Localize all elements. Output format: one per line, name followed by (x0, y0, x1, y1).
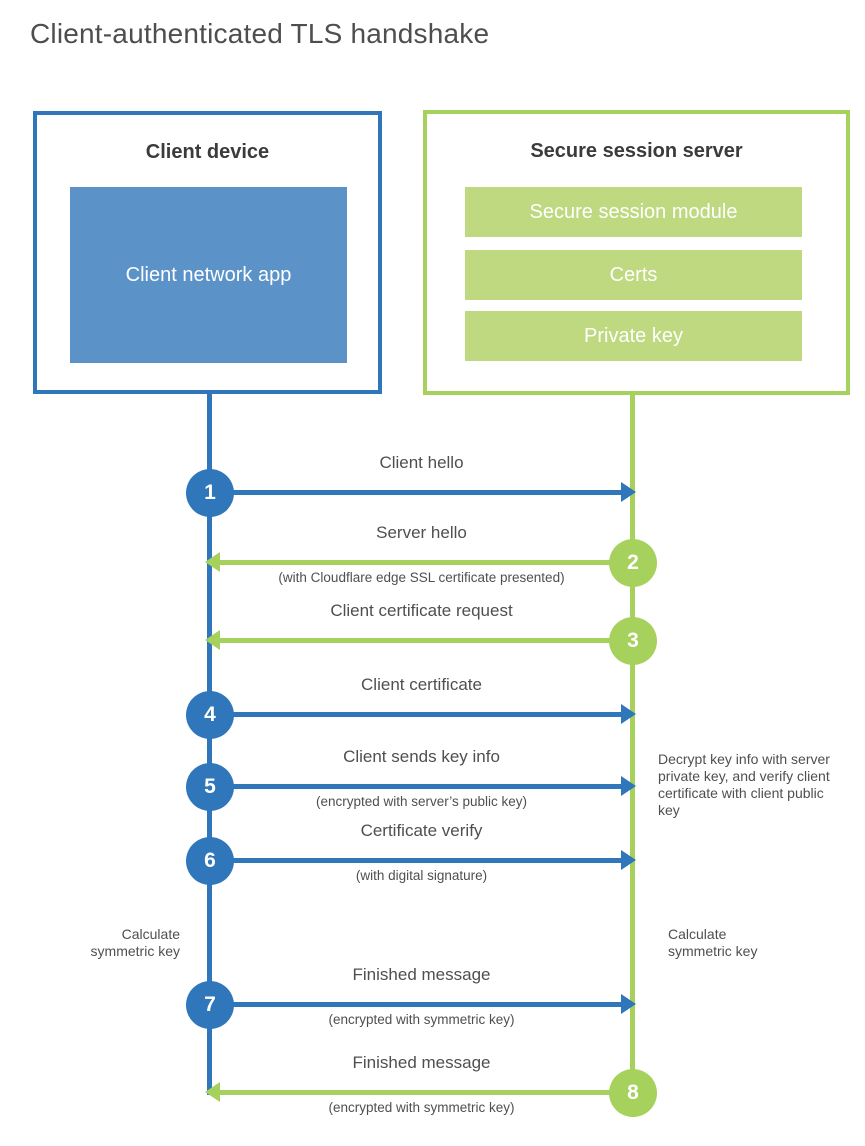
message-sublabel: (encrypted with symmetric key) (328, 1100, 515, 1115)
server-private-key-bar: Private key (465, 311, 802, 361)
calculate-symmetric-key-client: Calculate symmetric key (90, 926, 180, 959)
message-sublabel: (encrypted with symmetric key) (328, 1012, 515, 1027)
step-circle: 6 (186, 837, 234, 885)
message-label: Certificate verify (360, 821, 483, 840)
step-circle: 8 (609, 1069, 657, 1117)
message-sublabel: (encrypted with server’s public key) (315, 794, 528, 809)
step-row-5: Client sends key info 5 (encrypted with … (0, 747, 865, 811)
client-network-app-label: Client network app (125, 263, 292, 286)
arrowhead-right-icon (621, 850, 636, 870)
step-row-2: Server hello 2 (with Cloudflare edge SSL… (0, 523, 865, 587)
step-circle: 7 (186, 981, 234, 1029)
server-certs-bar: Certs (465, 250, 802, 300)
step-number: 7 (204, 993, 216, 1016)
client-lifeline (207, 392, 212, 1095)
step-row-1: Client hello 1 (0, 453, 865, 517)
message-sublabel: (with Cloudflare edge SSL certificate pr… (278, 570, 565, 585)
message-label: Client certificate request (330, 601, 513, 620)
step-circle: 1 (186, 469, 234, 517)
server-module-bar: Secure session module (465, 187, 802, 237)
arrowhead-left-icon (205, 630, 220, 650)
step-row-6: Certificate verify 6 (with digital signa… (0, 821, 865, 885)
arrowhead-right-icon (621, 994, 636, 1014)
step-row-7: Finished message 7 (encrypted with symme… (0, 965, 865, 1029)
arrowhead-left-icon (205, 1082, 220, 1102)
step-row-8: Finished message 8 (encrypted with symme… (0, 1053, 865, 1117)
secure-session-server-title: Secure session server (530, 140, 743, 162)
step-number: 8 (627, 1081, 639, 1104)
message-sublabel: (with digital signature) (355, 868, 488, 883)
message-arrow (220, 638, 611, 643)
message-label: Client sends key info (343, 747, 500, 766)
message-arrow (232, 784, 623, 789)
calculate-symmetric-key-server: Calculate symmetric key (668, 926, 758, 959)
message-arrow (220, 560, 611, 565)
message-arrow (232, 858, 623, 863)
client-device-title: Client device (145, 141, 270, 163)
message-arrow (232, 712, 623, 717)
step-number: 1 (204, 481, 216, 504)
server-lifeline (630, 393, 635, 1095)
message-label: Finished message (352, 1053, 491, 1072)
step-number: 6 (204, 849, 216, 872)
step-circle: 2 (609, 539, 657, 587)
step-circle: 5 (186, 763, 234, 811)
message-label: Server hello (376, 523, 467, 542)
step-row-3: Client certificate request 3 (0, 601, 865, 665)
arrowhead-left-icon (205, 552, 220, 572)
step-row-4: Client certificate 4 (0, 675, 865, 739)
step-number: 4 (204, 703, 216, 726)
message-label: Finished message (352, 965, 491, 984)
step-number: 3 (627, 629, 639, 652)
step-number: 5 (204, 775, 216, 798)
step-circle: 4 (186, 691, 234, 739)
message-label: Client certificate (361, 675, 482, 694)
message-arrow (232, 1002, 623, 1007)
arrowhead-right-icon (621, 776, 636, 796)
message-arrow (220, 1090, 611, 1095)
page-title: Client-authenticated TLS handshake (30, 18, 490, 49)
message-arrow (232, 490, 623, 495)
client-network-app-box: Client network app (70, 187, 347, 363)
step-number: 2 (627, 551, 639, 574)
message-label: Client hello (379, 453, 464, 472)
step-circle: 3 (609, 617, 657, 665)
decrypt-note: Decrypt key info with server private key… (658, 751, 830, 818)
arrowhead-right-icon (621, 482, 636, 502)
arrowhead-right-icon (621, 704, 636, 724)
